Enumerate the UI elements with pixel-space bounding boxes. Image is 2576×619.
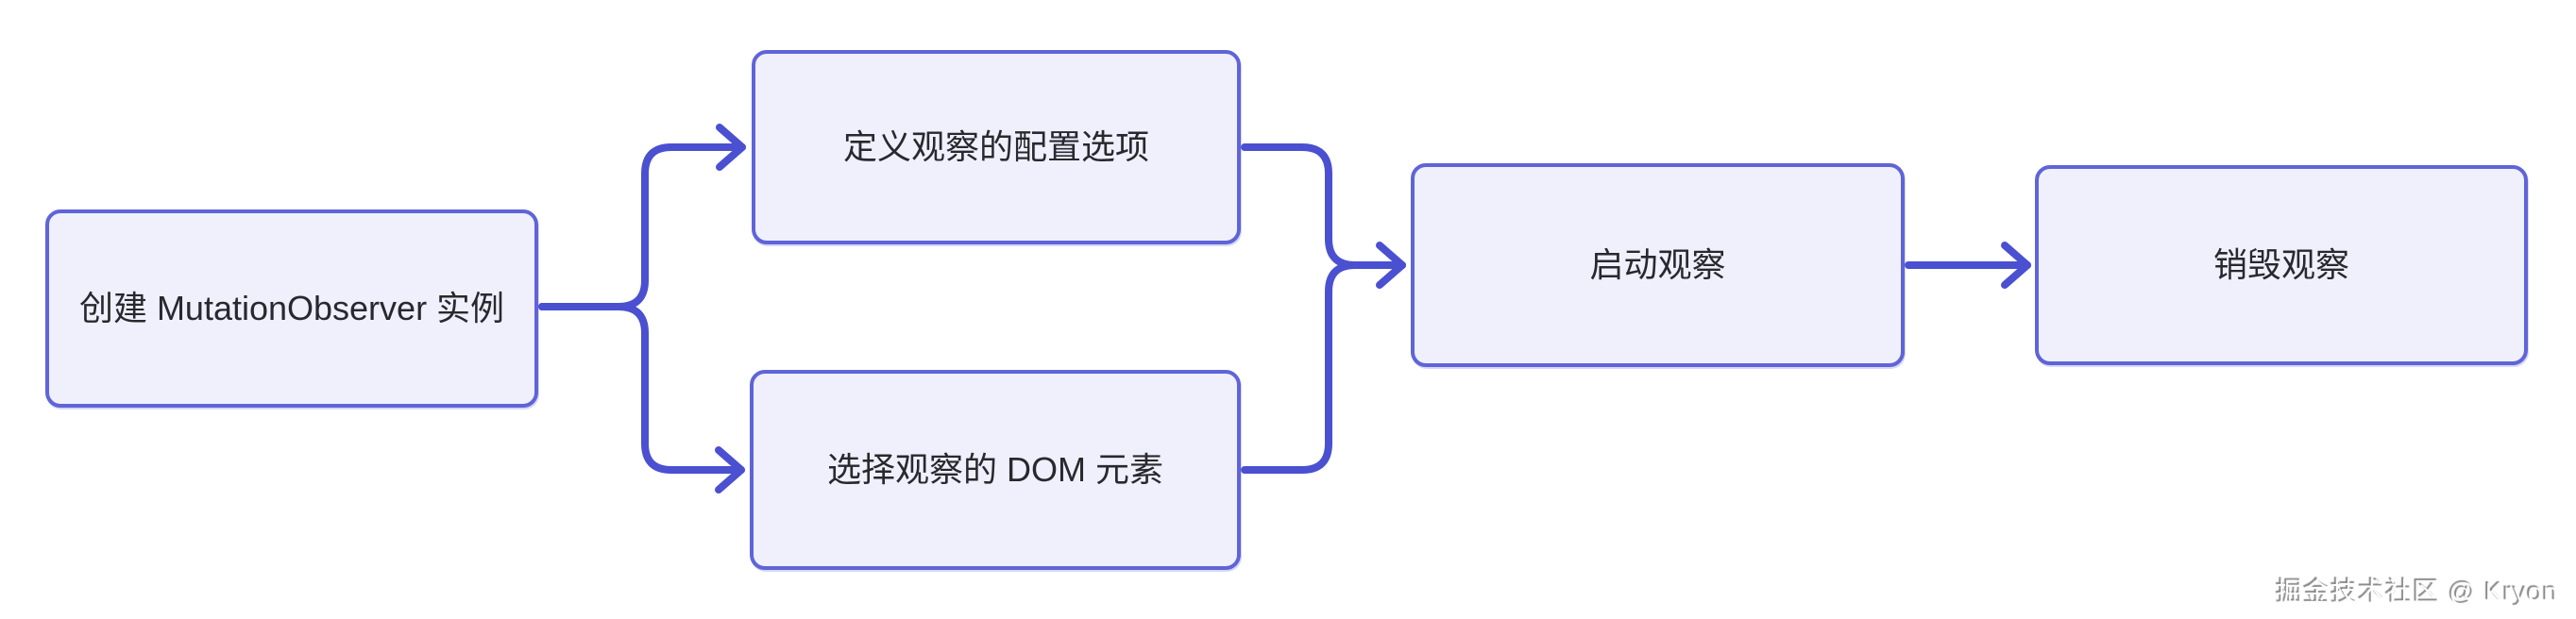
edge-create-to-select bbox=[538, 303, 745, 494]
edge-config-to-start bbox=[1241, 143, 1406, 289]
node-destroy-observe: 销毁观察 bbox=[2035, 165, 2528, 365]
watermark: 掘金技术社区 @ Kryon bbox=[2276, 577, 2559, 607]
edge-start-to-destroy bbox=[1905, 242, 2031, 289]
node-start-observe: 启动观察 bbox=[1411, 163, 1905, 367]
edge-create-to-config bbox=[538, 124, 746, 310]
arrowhead-icon bbox=[1376, 242, 1406, 289]
node-label: 选择观察的 DOM 元素 bbox=[827, 449, 1163, 489]
node-select-dom-element: 选择观察的 DOM 元素 bbox=[750, 370, 1241, 570]
arrowhead-icon bbox=[2001, 242, 2031, 289]
node-label: 创建 MutationObserver 实例 bbox=[78, 288, 505, 327]
arrowhead-icon bbox=[716, 124, 746, 171]
arrowhead-icon bbox=[715, 446, 745, 494]
edge-select-to-start bbox=[1241, 261, 1406, 474]
node-label: 启动观察 bbox=[1589, 244, 1726, 284]
node-label: 定义观察的配置选项 bbox=[842, 126, 1149, 166]
node-label: 销毁观察 bbox=[2212, 244, 2349, 284]
node-create-mutationobserver-instance: 创建 MutationObserver 实例 bbox=[45, 209, 538, 408]
node-define-observe-config: 定义观察的配置选项 bbox=[752, 50, 1241, 244]
